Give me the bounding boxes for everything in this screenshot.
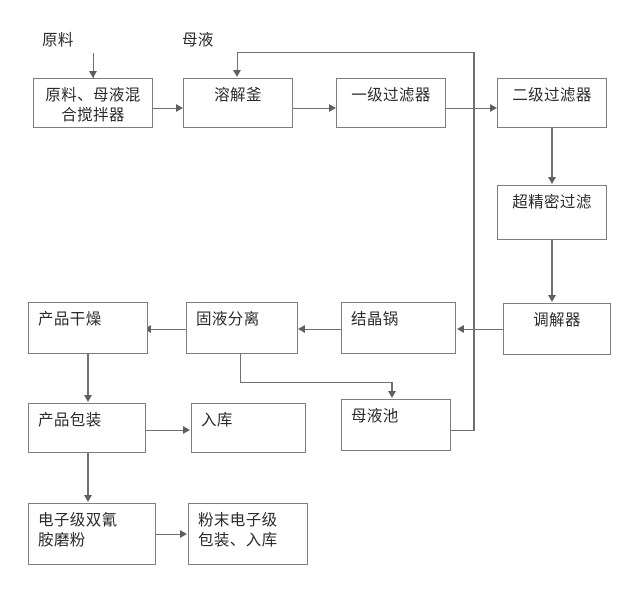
node-secondary-filter[interactable]: 二级过滤器	[497, 78, 607, 128]
node-powder-electronic-grade-packaging-warehousing[interactable]: 粉末电子级 包装、入库	[188, 503, 308, 565]
node-crystallizer[interactable]: 结晶锅	[341, 302, 456, 354]
node-warehousing[interactable]: 入库	[191, 403, 306, 453]
edge-kettle-to-filter1-arrowhead	[329, 103, 336, 112]
edge-filter2-to-ultrafilter-line	[551, 128, 553, 178]
node-conditioner[interactable]: 调解器	[503, 303, 611, 355]
edge-separator-to-tank-arrowhead	[387, 391, 396, 398]
edge-separator-to-drying-line	[151, 329, 186, 331]
edge-packing-to-warehouse-arrowhead	[183, 425, 190, 434]
edge-filter1-to-filter2-arrowhead	[490, 103, 497, 112]
edge-filter2-to-ultrafilter-arrowhead	[547, 177, 556, 184]
edge-drying-to-packing-line	[87, 354, 89, 396]
edge-kettle-to-filter1-line	[293, 108, 330, 110]
edge-packing-to-milling-arrowhead	[83, 495, 92, 502]
edge-recycle-top-horizontal	[237, 52, 475, 54]
label-mother-liquor: 母液	[182, 31, 214, 49]
node-product-packaging[interactable]: 产品包装	[28, 403, 146, 453]
edge-conditioner-to-crystallizer-line	[464, 329, 503, 331]
node-electronic-grade-dicyandiamide-milling[interactable]: 电子级双氰 胺磨粉	[28, 503, 156, 565]
node-solid-liquid-separation[interactable]: 固液分离	[186, 302, 298, 354]
edge-separator-to-tank-vertical1	[240, 354, 242, 383]
edge-milling-to-powder-packing-arrowhead	[180, 529, 187, 538]
edge-raw-material-to-mixer-arrowhead	[88, 71, 97, 78]
edge-ultrafilter-to-conditioner-line	[551, 240, 553, 296]
node-primary-filter[interactable]: 一级过滤器	[336, 78, 446, 128]
edge-recycle-drop-to-kettle	[237, 52, 239, 72]
node-mother-liquor-tank[interactable]: 母液池	[341, 399, 451, 451]
edge-separator-to-tank-vertical2	[391, 382, 393, 392]
node-product-drying[interactable]: 产品干燥	[28, 302, 148, 354]
node-raw-material-mixer[interactable]: 原料、母液混 合搅拌器	[33, 78, 153, 128]
edge-mixer-to-kettle-line	[153, 108, 177, 110]
edge-mixer-to-kettle-arrowhead	[176, 103, 183, 112]
edge-crystallizer-to-separator-line	[305, 329, 341, 331]
edge-conditioner-to-crystallizer-arrowhead	[457, 324, 464, 333]
edge-ultrafilter-to-conditioner-arrowhead	[547, 295, 556, 302]
edge-packing-to-milling-line	[87, 453, 89, 496]
edge-drying-to-packing-arrowhead	[83, 395, 92, 402]
edge-milling-to-powder-packing-line	[156, 534, 181, 536]
edge-crystallizer-to-separator-arrowhead	[298, 324, 305, 333]
node-ultra-precision-filter[interactable]: 超精密过滤	[497, 185, 607, 240]
edge-recycle-to-kettle-arrowhead	[233, 70, 242, 77]
edge-separator-to-tank-horizontal	[240, 382, 393, 384]
edge-filter1-to-filter2-line	[446, 108, 491, 110]
edge-recycle-vertical-trunk	[473, 52, 475, 430]
edge-packing-to-warehouse-line	[146, 430, 184, 432]
edge-mother-liquor-tank-to-trunk	[451, 430, 475, 432]
edge-raw-material-to-mixer-line	[92, 53, 94, 78]
label-raw-material: 原料	[42, 31, 74, 49]
node-dissolving-kettle[interactable]: 溶解釜	[183, 78, 293, 128]
